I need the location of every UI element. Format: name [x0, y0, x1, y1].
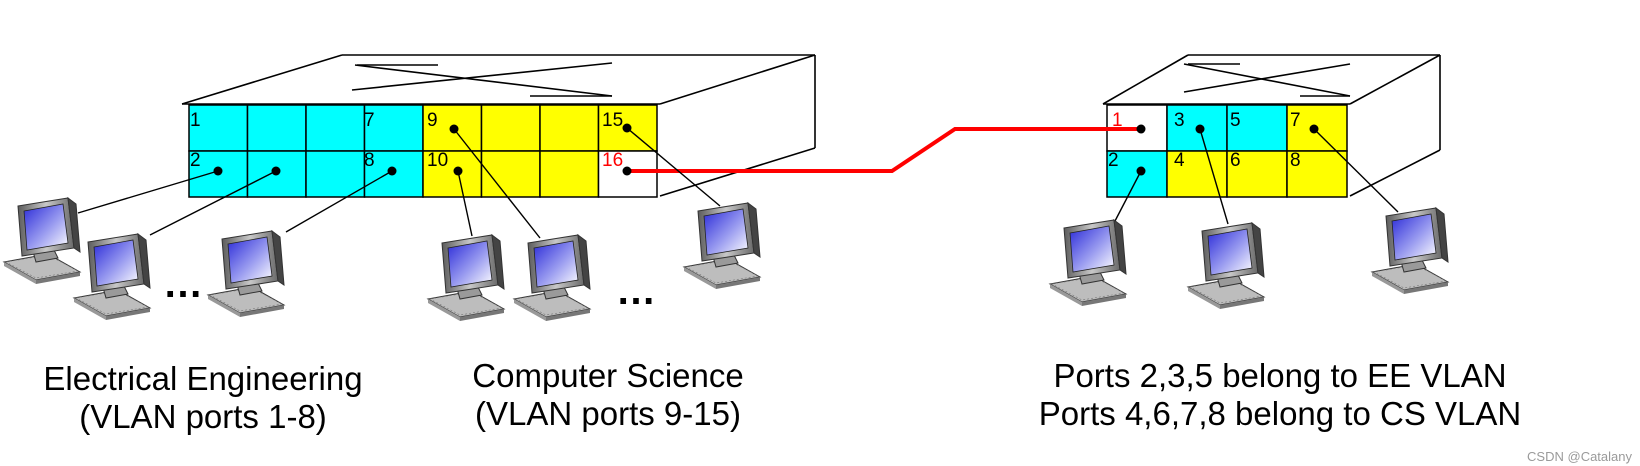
port-dot-trunk: [1136, 124, 1146, 134]
port-label-7: 7: [364, 110, 375, 131]
right-port-label-7: 7: [1290, 110, 1301, 131]
computers: [3, 197, 1449, 322]
left-port-grid: [188, 104, 658, 198]
port-dot: [1136, 166, 1146, 176]
right-port-label-3: 3: [1174, 110, 1185, 131]
right-port-label-1: 1: [1112, 110, 1123, 131]
port-dot: [449, 124, 459, 134]
trunk-link: [627, 127, 1141, 173]
caption-ee-line2: (VLAN ports 1-8): [79, 398, 327, 435]
caption-cs-line1: Computer Science: [472, 357, 744, 394]
right-port-label-4: 4: [1174, 150, 1185, 171]
switch-port-cell: [305, 150, 366, 198]
desktop-computer-icon: [683, 202, 761, 290]
switch-port-cell: [422, 150, 483, 198]
port-dot-trunk: [622, 166, 632, 176]
right-port-label-2: 2: [1108, 150, 1119, 171]
right-port-label-6: 6: [1230, 150, 1241, 171]
desktop-computer-icon: [1049, 219, 1127, 307]
caption-cs: Computer Science (VLAN ports 9-15): [448, 357, 768, 433]
cable-right-port-3: [1199, 128, 1229, 225]
switch-port-cell: [539, 104, 600, 152]
port-dot: [271, 166, 281, 176]
switch-port-cell: [1106, 150, 1168, 198]
switch-port-cell: [1286, 150, 1348, 198]
right-switch-body: [1102, 54, 1441, 197]
cable-right-port-7: [1313, 128, 1399, 213]
port-dots: [213, 123, 1319, 176]
caption-cs-line2: (VLAN ports 9-15): [475, 395, 741, 432]
switch-port-cell: [480, 150, 541, 198]
right-switch: 1 3 5 7 2 4 6 8: [1102, 54, 1441, 198]
switch-port-cell: [363, 104, 424, 152]
desktop-computer-icon: [207, 230, 285, 318]
right-port-label-8: 8: [1290, 150, 1301, 171]
port-label-8: 8: [364, 150, 375, 171]
port-dot: [213, 166, 223, 176]
switch-port-cell: [480, 104, 541, 152]
cable-port-4: [149, 170, 277, 236]
desktop-computer-icon: [1371, 207, 1449, 295]
switch-port-cell: [1166, 150, 1228, 198]
switch-port-cell: [305, 104, 366, 152]
cable-port-8: [285, 170, 393, 233]
ellipsis-cs: …: [616, 269, 656, 313]
port-label-1: 1: [190, 110, 201, 131]
switch-port-cell: [246, 104, 307, 152]
desktop-computer-icon: [1187, 222, 1265, 310]
switch-port-cell: [1226, 150, 1288, 198]
switch-port-cell: [539, 150, 600, 198]
desktop-computer-icon: [513, 234, 591, 322]
desktop-computer-icon: [427, 234, 505, 322]
right-port-grid: [1106, 104, 1348, 198]
port-label-9: 9: [427, 110, 438, 131]
left-switch: 1 2 7 8 9 10 15 16: [181, 54, 816, 198]
port-label-10: 10: [427, 150, 448, 171]
port-dot: [1309, 124, 1319, 134]
desktop-computer-icon: [73, 233, 151, 321]
watermark: CSDN @Catalany: [1527, 449, 1632, 464]
cable-port-10: [457, 170, 473, 237]
cable-port-2: [77, 170, 219, 214]
cable-right-port-2: [1114, 170, 1142, 222]
port-label-2: 2: [190, 150, 201, 171]
port-label-16: 16: [602, 150, 623, 171]
desktop-computer-icon: [3, 197, 81, 285]
caption-ee-line1: Electrical Engineering: [43, 360, 363, 397]
caption-ee: Electrical Engineering (VLAN ports 1-8): [18, 360, 388, 436]
ellipsis-ee: …: [163, 262, 203, 306]
caption-right-line2: Ports 4,6,7,8 belong to CS VLAN: [1038, 395, 1522, 432]
port-dot: [387, 166, 397, 176]
port-label-15: 15: [602, 110, 623, 131]
cable-port-15: [626, 127, 721, 207]
cable-port-9: [453, 128, 541, 239]
caption-right: Ports 2,3,5 belong to EE VLAN Ports 4,6,…: [1020, 357, 1540, 433]
caption-right-line1: Ports 2,3,5 belong to EE VLAN: [1053, 357, 1507, 394]
port-dot: [453, 166, 463, 176]
port-dot: [1195, 124, 1205, 134]
port-dot: [622, 123, 632, 133]
cables: [77, 127, 1399, 239]
right-port-label-5: 5: [1230, 110, 1241, 131]
